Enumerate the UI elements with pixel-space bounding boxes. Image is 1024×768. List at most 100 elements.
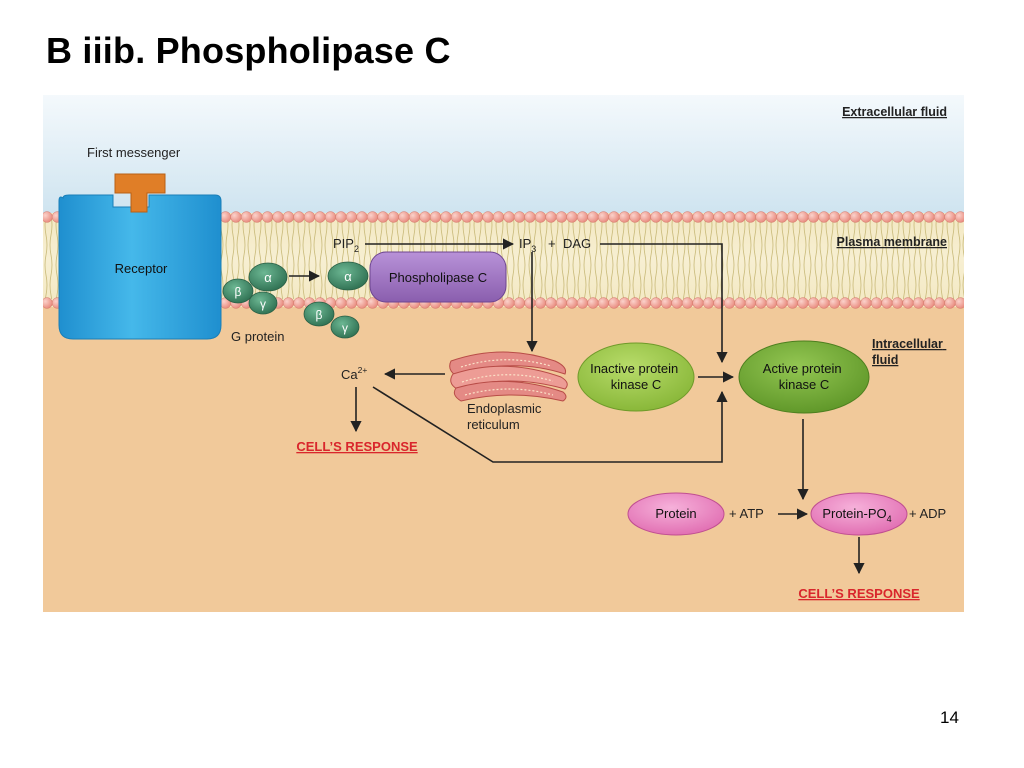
lipid-head xyxy=(524,211,536,223)
g-protein-label: G protein xyxy=(231,329,284,344)
extracellular-label: Extracellular fluid xyxy=(842,105,947,119)
inactive-protein-kinase-c: Inactive protein kinase C xyxy=(577,342,695,412)
lipid-head xyxy=(272,211,284,223)
lipid-head xyxy=(335,211,347,223)
lipid-head xyxy=(408,211,421,223)
lipid-head xyxy=(513,211,526,223)
lipid-head xyxy=(345,211,358,223)
plus-sign: + xyxy=(548,236,556,251)
lipid-head xyxy=(440,211,452,223)
lipid-head xyxy=(461,211,473,223)
lipid-head xyxy=(566,297,578,309)
lipid-head xyxy=(933,297,946,309)
lipid-head xyxy=(282,297,295,309)
lipid-head xyxy=(912,211,925,223)
lipid-head xyxy=(933,211,946,223)
lipid-head xyxy=(912,297,925,309)
lipid-head xyxy=(356,211,368,223)
lipid-head xyxy=(881,211,893,223)
arrow-dag-to-active-pkc xyxy=(600,243,728,364)
lipid-head xyxy=(314,211,326,223)
lipid-head xyxy=(828,211,841,223)
lipid-head xyxy=(891,297,904,309)
lipid-head xyxy=(776,297,788,309)
lipid-head xyxy=(356,297,368,309)
endoplasmic-reticulum xyxy=(449,351,568,402)
lipid-head xyxy=(303,211,316,223)
lipid-head xyxy=(671,211,683,223)
lipid-head xyxy=(282,211,295,223)
lipid-head xyxy=(419,211,431,223)
lipid-head xyxy=(639,211,652,223)
lipid-head xyxy=(230,211,242,223)
lipid-head xyxy=(629,297,641,309)
lipid-head xyxy=(566,211,578,223)
lipid-head xyxy=(818,297,830,309)
phospholipase-c-label: Phospholipase C xyxy=(389,270,487,285)
lipid-head xyxy=(923,297,935,309)
lipid-head xyxy=(43,297,53,309)
dag-label: DAG xyxy=(563,236,591,251)
lipid-head xyxy=(734,297,746,309)
lipid-head xyxy=(849,297,862,309)
active-protein-kinase-c: Active protein kinase C xyxy=(738,340,870,414)
slide-title: B iiib. Phospholipase C xyxy=(46,30,451,71)
lipid-head xyxy=(944,297,956,309)
lipid-head xyxy=(251,211,263,223)
lipid-head xyxy=(555,297,568,309)
protein-label: Protein xyxy=(655,506,696,521)
lipid-head xyxy=(576,211,589,223)
first-messenger-ligand xyxy=(114,173,166,213)
lipid-head xyxy=(902,211,914,223)
lipid-head xyxy=(713,211,725,223)
phosphorylated-protein: Protein-PO4 xyxy=(810,492,908,536)
pip2-label: PIP2 xyxy=(333,236,359,254)
lipid-head xyxy=(534,297,547,309)
lipid-head xyxy=(639,297,652,309)
lipid-head xyxy=(261,211,274,223)
lipid-head xyxy=(870,297,883,309)
lipid-head xyxy=(513,297,526,309)
plus-adp-label: + ADP xyxy=(909,506,946,521)
receptor-label: Receptor xyxy=(115,261,168,276)
active-pkc-label: Active protein kinase C xyxy=(763,361,845,392)
lipid-head xyxy=(429,211,442,223)
lipid-head xyxy=(524,297,536,309)
lipid-head xyxy=(587,297,599,309)
lipid-head xyxy=(503,211,515,223)
lipid-head xyxy=(660,297,673,309)
lipid-head xyxy=(681,297,694,309)
lipid-head xyxy=(608,297,620,309)
protein-substrate: Protein xyxy=(627,492,725,536)
lipid-head xyxy=(366,211,379,223)
lipid-head xyxy=(849,211,862,223)
lipid-head xyxy=(702,297,715,309)
lipid-head xyxy=(786,211,799,223)
g-protein-bound: α β γ xyxy=(222,262,288,315)
lipid-head xyxy=(954,297,964,309)
lipid-head xyxy=(734,211,746,223)
arrow-calcium-to-active-pkc xyxy=(372,386,728,463)
lipid-head xyxy=(219,211,232,223)
lipid-head xyxy=(828,297,841,309)
cell-response-1: CELL’S RESPONSE xyxy=(296,439,418,454)
lipid-head xyxy=(629,211,641,223)
lipid-head xyxy=(608,211,620,223)
lipid-head xyxy=(660,211,673,223)
first-messenger-label: First messenger xyxy=(87,145,181,160)
lipid-head xyxy=(786,297,799,309)
lipid-head xyxy=(902,297,914,309)
g-beta-free-symbol: β xyxy=(316,308,323,322)
lipid-head xyxy=(776,211,788,223)
lipid-head xyxy=(618,211,631,223)
lipid-head xyxy=(797,211,809,223)
receptor: Receptor xyxy=(58,194,222,340)
lipid-head xyxy=(954,211,964,223)
extracellular-region xyxy=(43,95,964,213)
lipid-head xyxy=(807,297,820,309)
membrane-label: Plasma membrane xyxy=(837,235,948,249)
lipid-head xyxy=(765,211,778,223)
lipid-head xyxy=(650,297,662,309)
lipid-head xyxy=(293,297,305,309)
g-gamma-symbol: γ xyxy=(260,297,266,311)
